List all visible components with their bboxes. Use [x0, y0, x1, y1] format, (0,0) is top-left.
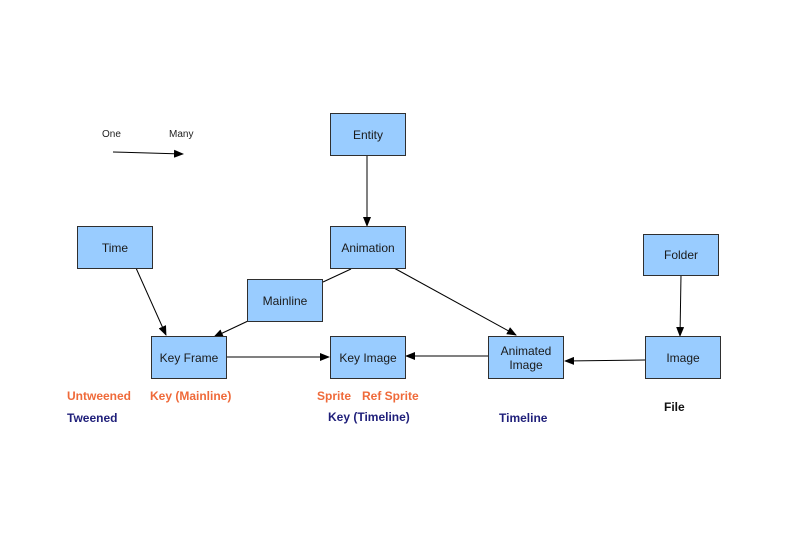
label-file: File	[664, 400, 685, 414]
node-image-label: Image	[666, 350, 700, 365]
edge-time-keyframe	[135, 267, 167, 336]
node-key-frame-label: Key Frame	[159, 350, 219, 365]
node-key-frame[interactable]: Key Frame	[151, 336, 227, 379]
label-key-mainline: Key (Mainline)	[150, 389, 232, 403]
node-entity[interactable]: Entity	[330, 113, 406, 156]
label-ref-sprite: Ref Sprite	[362, 389, 419, 403]
node-mainline[interactable]: Mainline	[247, 279, 323, 322]
node-folder[interactable]: Folder	[643, 234, 719, 276]
legend-arrow	[112, 149, 184, 158]
node-animated-image-line2: Image	[509, 357, 543, 372]
node-time-label: Time	[101, 240, 129, 255]
node-animation-label: Animation	[341, 240, 395, 255]
edge-animation-animatedimage	[393, 267, 517, 336]
node-entity-label: Entity	[352, 127, 383, 142]
legend-one: One	[102, 129, 121, 140]
node-time[interactable]: Time	[77, 226, 153, 269]
node-image[interactable]: Image	[645, 336, 721, 379]
edge-folder-image	[676, 274, 685, 337]
legend-many: Many	[169, 129, 194, 140]
node-folder-label: Folder	[663, 248, 698, 262]
edge-mainline-keyframe	[213, 320, 249, 338]
node-animated-image[interactable]: Animated Image	[488, 336, 564, 379]
edge-animation-mainline	[322, 268, 352, 283]
node-mainline-label: Mainline	[262, 293, 308, 308]
node-key-image[interactable]: Key Image	[330, 336, 406, 379]
label-untweened: Untweened	[67, 389, 132, 403]
label-tweened: Tweened	[67, 411, 118, 425]
node-animation[interactable]: Animation	[330, 226, 406, 269]
label-sprite: Sprite	[317, 389, 352, 403]
edge-image-animatedimage	[564, 356, 646, 365]
node-animated-image-line1: Animated	[500, 343, 552, 358]
label-timeline: Timeline	[499, 411, 548, 425]
node-key-image-label: Key Image	[339, 350, 397, 365]
label-key-timeline: Key (Timeline)	[328, 410, 410, 424]
